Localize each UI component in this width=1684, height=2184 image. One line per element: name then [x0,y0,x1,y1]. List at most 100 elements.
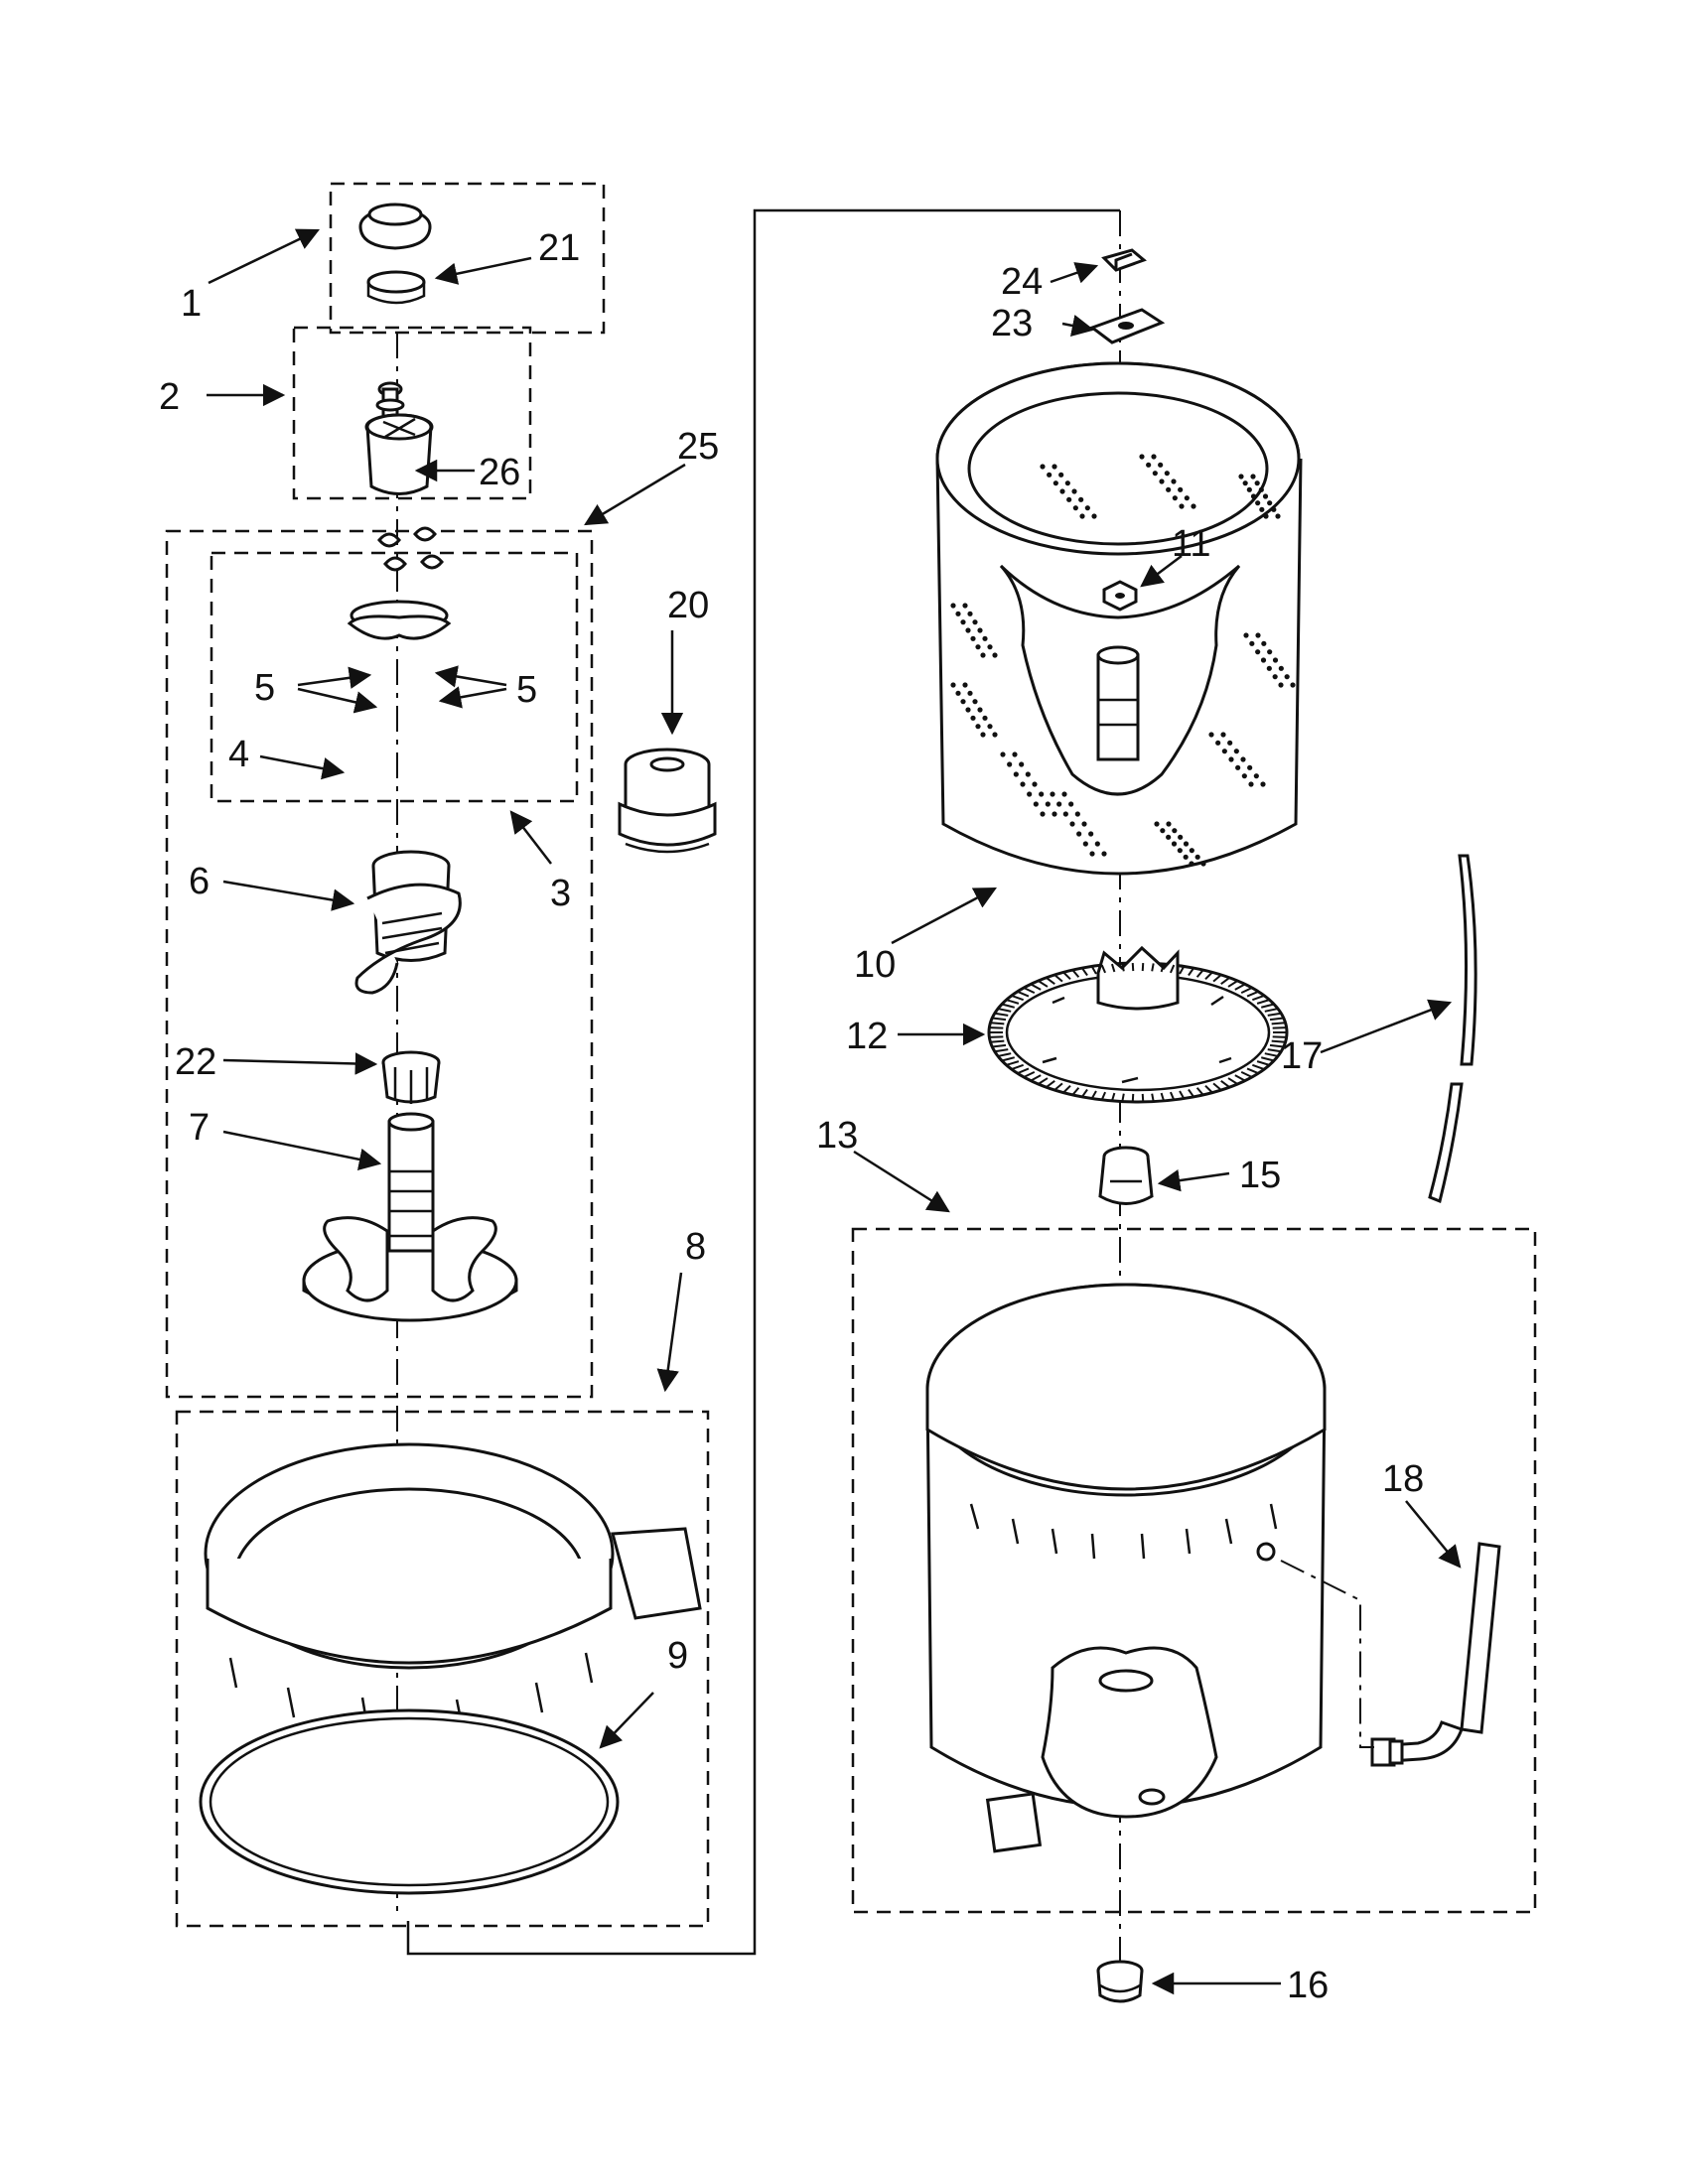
perforation-dot [1284,674,1290,680]
perforation-dot [1052,480,1058,486]
perforation-dot [1278,665,1284,671]
clip-part-23 [1088,308,1166,344]
perforation-dot [975,724,981,730]
nut-part [1102,580,1138,612]
perforation-dot [1184,495,1190,501]
hub-tooth [1017,1067,1030,1075]
perforation-dot [1082,841,1088,847]
leader-8 [656,1272,683,1393]
perforation-dot [1050,791,1055,797]
hub-tooth [1188,1088,1195,1098]
perforation-dot [1166,821,1172,827]
perforation-dot [962,603,968,609]
hub-tooth [1030,983,1042,991]
perforation-dot [1079,513,1085,519]
perforation-dot [1166,486,1172,492]
perforation-dot [987,644,993,650]
agitator-dogs-part [377,526,444,572]
leader-5a1 [297,666,372,689]
perforation-dot [977,627,983,633]
hub-tooth [1212,974,1222,983]
perforation-dot [970,715,976,721]
agitator-cap-part [358,203,432,250]
callout-21: 21 [538,227,580,269]
perforation-dot [1171,478,1177,484]
perforation-dot [1275,513,1281,519]
perforation-dot [1194,854,1200,860]
perforation-dot [950,603,956,609]
hub-tooth [1006,1060,1020,1066]
hub-tooth [1160,963,1166,973]
perforation-dot [967,690,973,696]
hub-tooth [1246,990,1259,998]
hub-tooth [1071,969,1080,978]
perforation-dot [1255,632,1261,638]
perforation-dot [1064,480,1070,486]
hub-tooth [1062,1084,1071,1094]
perforation-dot [1172,828,1178,834]
callout-25: 25 [677,426,719,468]
tub-ring-gasket-part [199,1708,620,1895]
hub-tooth [1260,1003,1275,1009]
perforation-dot [970,635,976,641]
perforation-dot [980,652,986,658]
hub-tooth [1272,1026,1287,1029]
hub-tooth [1090,1090,1097,1100]
callout-22: 22 [175,1041,216,1083]
hub-tooth [997,1008,1012,1013]
hub-tooth [1151,1093,1155,1102]
perforation-dot [1152,471,1158,477]
agitator-base-part [302,1112,518,1322]
tub-ring-part [204,1442,702,1730]
hub-tooth [1121,963,1125,972]
perforation-dot [1019,761,1025,767]
hub-tooth [1090,965,1097,975]
hub-teeth [989,962,1287,1103]
leader-17 [1320,999,1453,1054]
perforation-dot [1266,665,1272,671]
perforation-dot [965,707,971,713]
hub-tooth [1038,1077,1049,1085]
perforation-dot [1177,848,1183,854]
perforation-dot [1233,749,1239,754]
perforation-dot [1146,462,1152,468]
hub-tooth [1220,977,1230,985]
perforation-dot [1020,781,1026,787]
leader-9 [599,1692,654,1749]
hub-tooth [1023,987,1036,995]
perforation-dot [1089,851,1095,857]
perforation-dot [980,732,986,738]
callout-12: 12 [846,1016,888,1057]
perforation-dot [1007,761,1013,767]
hub-tooth [1121,1093,1125,1102]
hub-tooth [1240,1070,1253,1078]
drain-plug-part [1096,1960,1144,2003]
perforation-dot [1032,781,1038,787]
callout-1: 1 [181,283,202,325]
hub-tooth [1220,1080,1230,1088]
hub-tooth [1267,1048,1282,1053]
perforation-dot [1088,831,1094,837]
perforation-dot [1242,480,1248,486]
perforation-dot [1059,488,1065,494]
perforation-dot [1040,811,1046,817]
hub-tooth [1212,1082,1222,1091]
perforation-dot [1091,513,1097,519]
perforation-dot [972,699,978,705]
perforation-dot [1040,464,1046,470]
callout-18: 18 [1382,1458,1424,1500]
drain-hose-part [1280,1542,1501,1767]
hub-tooth [1053,974,1063,983]
perforation-dot [1246,486,1252,492]
perforation-dot [1074,811,1080,817]
perforation-dot [1052,464,1057,470]
perforation-dot [1172,495,1178,501]
group-box-2 [292,326,532,500]
perforation-dot [1076,831,1082,837]
perforation-dot [1178,486,1184,492]
hub-tooth [1271,1039,1286,1043]
group-box-3 [210,551,579,803]
hub-tooth [1272,1035,1287,1038]
perforation-dot [950,682,956,688]
perforation-dot [1013,771,1019,777]
